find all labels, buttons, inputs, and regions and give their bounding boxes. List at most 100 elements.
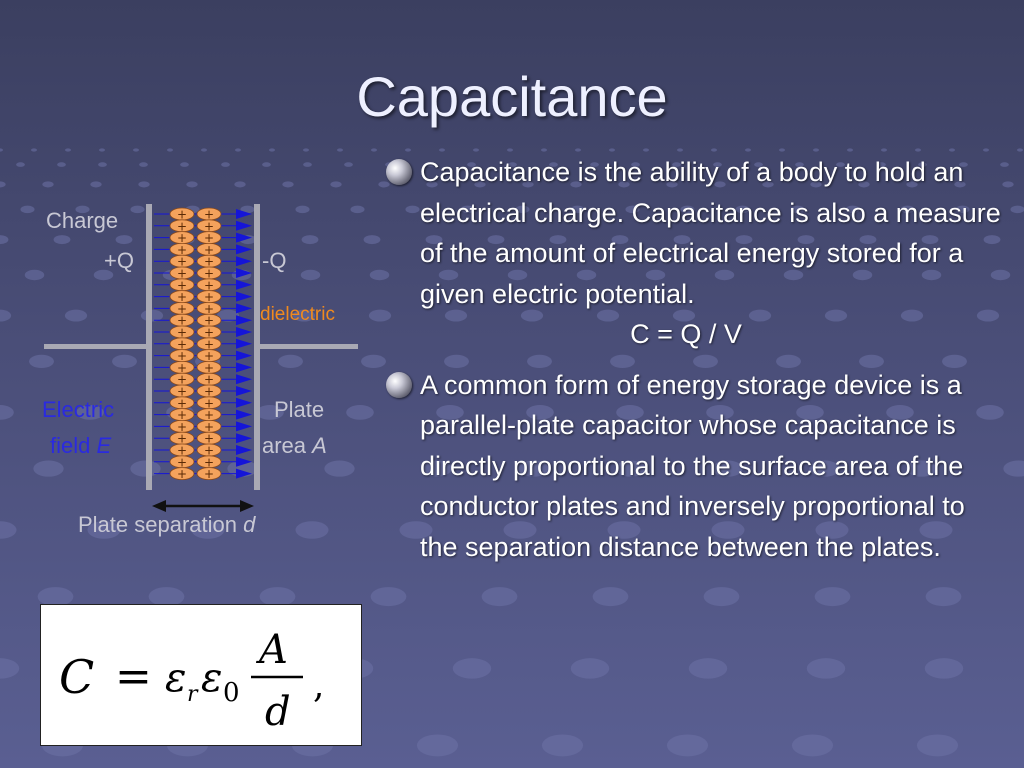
charge-plus-sign: + bbox=[204, 337, 214, 351]
charge-plus-sign: + bbox=[204, 278, 214, 292]
background-dot bbox=[575, 148, 581, 152]
background-dot bbox=[371, 148, 377, 152]
background-dot bbox=[473, 148, 479, 152]
background-dot bbox=[481, 587, 518, 607]
charge-plus-sign: + bbox=[177, 243, 187, 257]
charge-plus-sign: + bbox=[204, 361, 214, 375]
background-dot bbox=[65, 148, 71, 152]
eq-epsilon-r: ε bbox=[165, 655, 186, 701]
separation-arrow-right-head bbox=[240, 500, 254, 512]
background-dot bbox=[344, 162, 353, 167]
background-dot bbox=[983, 235, 1001, 245]
background-dot bbox=[405, 205, 420, 214]
background-dot bbox=[790, 205, 805, 214]
eq-numerator: A bbox=[255, 627, 288, 673]
background-dot bbox=[631, 162, 640, 167]
background-dot bbox=[240, 205, 255, 214]
charge-plus-sign: + bbox=[177, 455, 187, 469]
right-plate bbox=[254, 204, 260, 490]
background-dot bbox=[693, 354, 718, 369]
background-dot bbox=[20, 205, 35, 214]
background-dot bbox=[300, 269, 321, 281]
charge-plus-sign: + bbox=[204, 290, 214, 304]
background-dot bbox=[452, 658, 492, 679]
background-dot bbox=[900, 205, 915, 214]
background-dot bbox=[1002, 181, 1014, 188]
background-dot bbox=[852, 269, 873, 281]
area-word: area bbox=[262, 433, 307, 458]
background-dot bbox=[0, 181, 6, 188]
electric-label: Electric bbox=[42, 397, 115, 422]
charge-plus-sign: + bbox=[177, 385, 187, 399]
background-dot bbox=[942, 354, 967, 369]
background-dot bbox=[813, 148, 819, 152]
background-dot bbox=[439, 148, 445, 152]
background-dot bbox=[921, 235, 939, 245]
background-dot bbox=[607, 521, 641, 539]
charge-plus-sign: + bbox=[204, 349, 214, 363]
background-dot bbox=[93, 269, 114, 281]
background-dot bbox=[881, 148, 887, 152]
background-dot bbox=[301, 235, 319, 245]
background-dot bbox=[522, 181, 534, 188]
plate-label: Plate bbox=[274, 397, 325, 422]
charge-plus-sign: + bbox=[177, 267, 187, 281]
background-dot bbox=[295, 205, 310, 214]
charge-label: Charge bbox=[46, 208, 119, 233]
charge-plus-sign: + bbox=[204, 396, 214, 410]
charge-plus-sign: + bbox=[177, 467, 187, 481]
background-dot bbox=[809, 460, 840, 477]
background-dot bbox=[570, 181, 582, 188]
charge-plus-sign: + bbox=[204, 219, 214, 233]
background-dot bbox=[625, 205, 640, 214]
field-arrowhead bbox=[236, 327, 252, 337]
background-dot bbox=[75, 205, 90, 214]
field-arrowhead bbox=[236, 445, 252, 455]
charge-plus-sign: + bbox=[204, 302, 214, 316]
capacitance-equation-box: C = ε r ε 0 A d , bbox=[40, 604, 362, 746]
background-dot bbox=[859, 354, 884, 369]
background-dot bbox=[460, 205, 475, 214]
field-arrowhead bbox=[236, 350, 252, 361]
charge-plus-sign: + bbox=[204, 455, 214, 469]
background-dot bbox=[1000, 162, 1009, 167]
background-dot bbox=[959, 162, 968, 167]
background-dot bbox=[426, 162, 435, 167]
background-dot bbox=[541, 734, 584, 757]
bullet-text: A common form of energy storage device i… bbox=[420, 369, 965, 562]
charge-plus-sign: + bbox=[177, 396, 187, 410]
background-dot bbox=[421, 460, 452, 477]
charge-plus-sign: + bbox=[177, 349, 187, 363]
background-dot bbox=[570, 658, 610, 679]
background-dot bbox=[33, 460, 64, 477]
background-dot bbox=[112, 354, 137, 369]
background-dot bbox=[673, 235, 691, 245]
background-dot bbox=[503, 521, 537, 539]
background-dot bbox=[711, 148, 717, 152]
background-dot bbox=[845, 205, 860, 214]
background-dot bbox=[346, 405, 374, 420]
field-arrowhead bbox=[236, 279, 252, 290]
background-dot bbox=[416, 734, 459, 757]
charge-plus-sign: + bbox=[177, 219, 187, 233]
separation-arrow-left-head bbox=[152, 500, 166, 512]
field-arrowhead bbox=[236, 338, 252, 349]
background-dot bbox=[31, 148, 37, 152]
bullet-text: Capacitance is the ability of a body to … bbox=[420, 157, 1001, 309]
background-dot bbox=[906, 460, 937, 477]
background-dot bbox=[643, 148, 649, 152]
background-dot bbox=[596, 309, 620, 322]
charge-plus-sign: + bbox=[204, 420, 214, 434]
background-dot bbox=[508, 162, 517, 167]
eq-epsilon-0-sub: 0 bbox=[223, 678, 240, 708]
charge-plus-sign: + bbox=[177, 408, 187, 422]
capacitor-drawing: ++++++++++++++++++++++++++++++++++++++++… bbox=[44, 204, 358, 512]
background-dot bbox=[16, 162, 25, 167]
eq-comma: , bbox=[313, 665, 324, 706]
background-dot bbox=[369, 269, 390, 281]
background-dot bbox=[990, 269, 1011, 281]
background-dot bbox=[949, 148, 955, 152]
field-label: field E bbox=[50, 433, 111, 459]
charge-plus-sign: + bbox=[204, 408, 214, 422]
background-dot bbox=[900, 309, 924, 322]
